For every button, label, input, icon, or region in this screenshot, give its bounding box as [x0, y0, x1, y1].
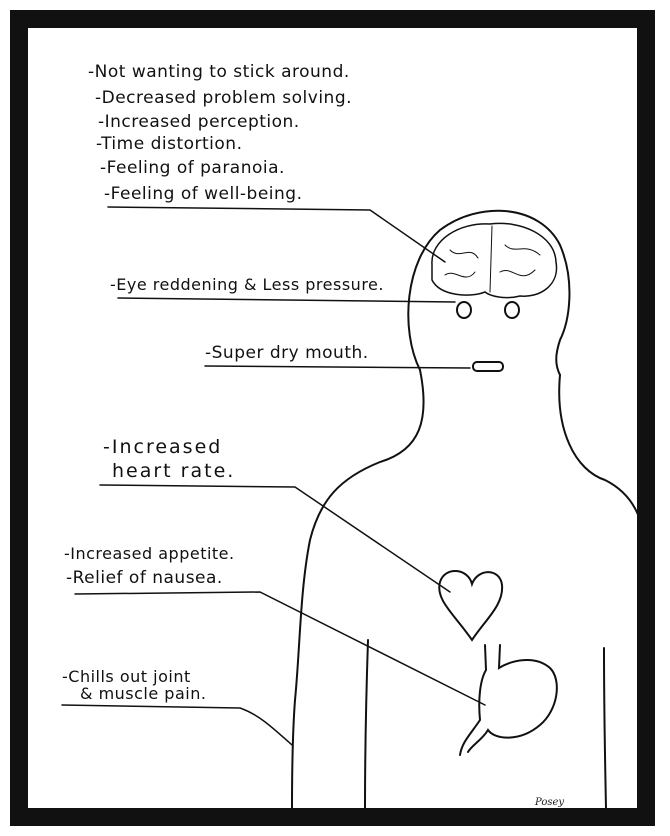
heart-leader-line: [99, 484, 451, 593]
eye-label: -Eye reddening & Less pressure.: [110, 275, 384, 294]
brain-effect-4: -Time distortion.: [96, 134, 243, 154]
left-eye-icon: [456, 301, 472, 319]
stomach-label-line2: -Relief of nausea.: [66, 568, 223, 588]
heart-label-line1: -Increased: [103, 436, 223, 458]
stomach-leader-line: [74, 591, 486, 706]
mouth-icon: [472, 361, 504, 372]
mouth-label: -Super dry mouth.: [205, 343, 369, 363]
right-eye-icon: [504, 301, 520, 319]
joints-leader-line: [61, 704, 293, 746]
brain-effect-1: -Not wanting to stick around.: [88, 62, 350, 82]
left-arm-inner: [364, 639, 369, 809]
heart-label-line2: heart rate.: [112, 460, 236, 482]
joints-label-line2: & muscle pain.: [80, 684, 207, 703]
stomach-label-line1: -Increased appetite.: [64, 544, 235, 563]
body-left-outline: [291, 369, 425, 809]
right-arm-inner: [603, 647, 607, 809]
body-right-outline: [558, 374, 641, 521]
joints-label-line1: -Chills out joint: [62, 667, 191, 686]
mouth-leader-line: [204, 365, 471, 369]
brain-effect-3: -Increased perception.: [98, 112, 300, 132]
brain-effect-6: -Feeling of well-being.: [104, 184, 303, 204]
eye-leader-line: [117, 297, 456, 303]
head-outline: [407, 209, 571, 376]
stomach-icon: [459, 644, 558, 756]
heart-icon: [438, 570, 504, 642]
brain-leader-line: [107, 206, 446, 263]
brain-icon: [431, 222, 558, 299]
artist-signature: Posey: [535, 797, 565, 808]
page-border: [10, 10, 655, 826]
brain-effect-5: -Feeling of paranoia.: [100, 158, 285, 178]
brain-effect-2: -Decreased problem solving.: [95, 88, 353, 108]
